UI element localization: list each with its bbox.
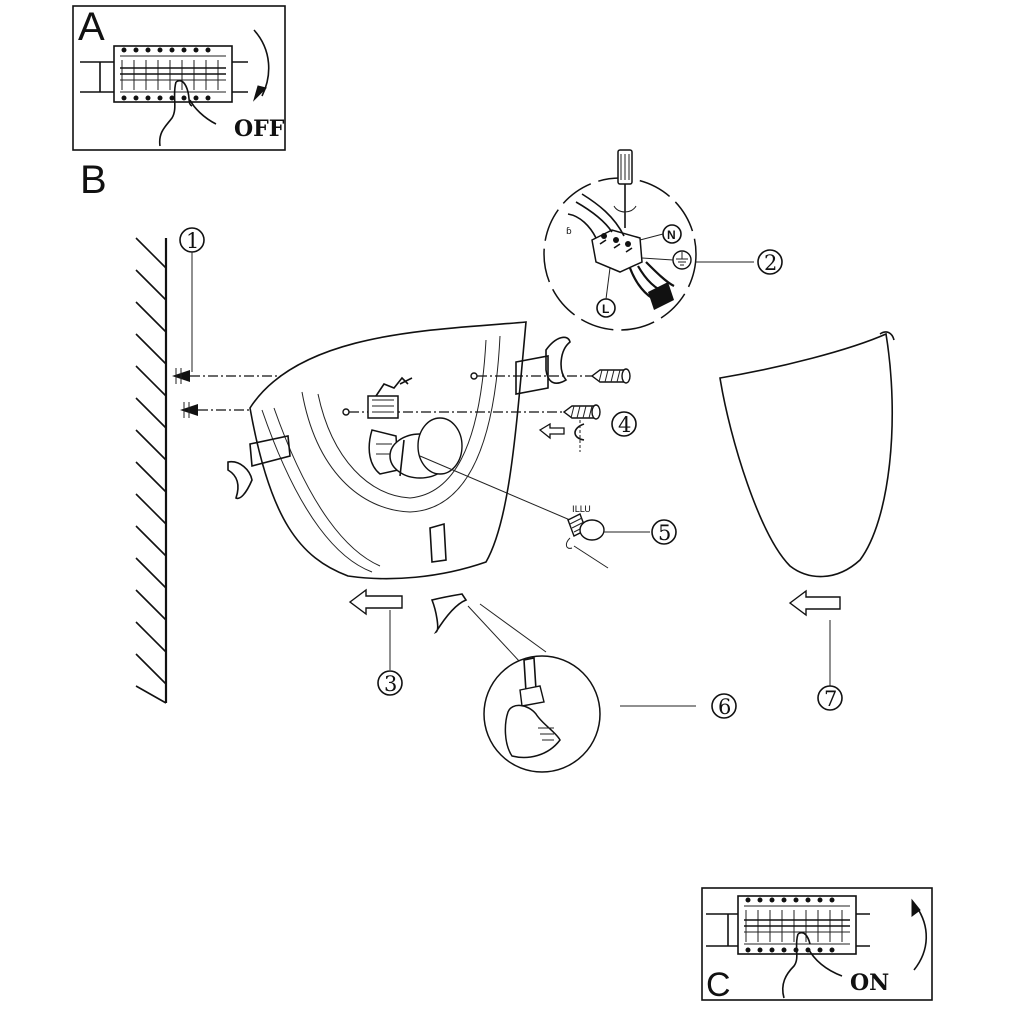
callout-1-label: 1 <box>186 229 199 253</box>
lamp-holder-icon <box>368 417 571 521</box>
curved-arrow-icon <box>253 29 270 97</box>
panel-a: A <box>72 5 286 151</box>
callout-7-label: 7 <box>824 687 837 711</box>
terminal-block-icon <box>367 376 413 419</box>
screw-icon <box>562 404 601 420</box>
wall-plug-icon <box>180 402 262 418</box>
hand-icon <box>781 931 843 999</box>
callout-3-marker <box>377 670 403 696</box>
screw-icon <box>590 368 631 384</box>
callout-4-label: 4 <box>618 413 631 437</box>
panel-c-state: ON <box>850 970 889 996</box>
live-terminal-label: L <box>602 302 609 316</box>
glass-shade <box>719 331 895 578</box>
screwdriver-icon <box>613 149 637 228</box>
callout-6-marker <box>711 693 737 719</box>
left-arrow-icon <box>788 589 841 617</box>
callout-5-marker <box>651 519 677 545</box>
neutral-terminal-label: N <box>667 228 676 242</box>
breaker-panel-c <box>706 895 870 955</box>
rotate-arrow-icon <box>574 420 585 452</box>
callout-3-label: 3 <box>384 672 397 696</box>
callout-5-label: 5 <box>658 521 671 545</box>
hand-icon <box>504 704 561 759</box>
panel-b-letter: B <box>80 158 107 202</box>
svg-text:ɓ: ɓ <box>566 227 572 237</box>
callout-6-label: 6 <box>718 695 731 719</box>
breaker-panel-a <box>80 45 248 103</box>
bulb-icon <box>565 513 609 569</box>
callout-7-marker <box>817 685 843 711</box>
hand-icon <box>158 79 217 147</box>
panel-a-letter: A <box>78 5 105 49</box>
callout-2-label: 2 <box>764 251 777 275</box>
ground-icon <box>641 250 692 270</box>
panel-a-state: OFF <box>234 116 285 142</box>
bulb-mark-label: ILLU <box>572 505 591 515</box>
wall <box>135 237 168 704</box>
curved-arrow-icon <box>913 905 927 971</box>
left-arrow-icon <box>348 588 403 616</box>
panel-c: C ON <box>701 887 933 1004</box>
panel-c-letter: C <box>706 966 731 1004</box>
wiring-detail: ɓ N L <box>543 149 697 331</box>
clip-detail <box>467 603 601 773</box>
push-arrow-icon <box>538 422 565 440</box>
callout-2-marker <box>757 249 783 275</box>
callout-4-marker <box>611 411 637 437</box>
